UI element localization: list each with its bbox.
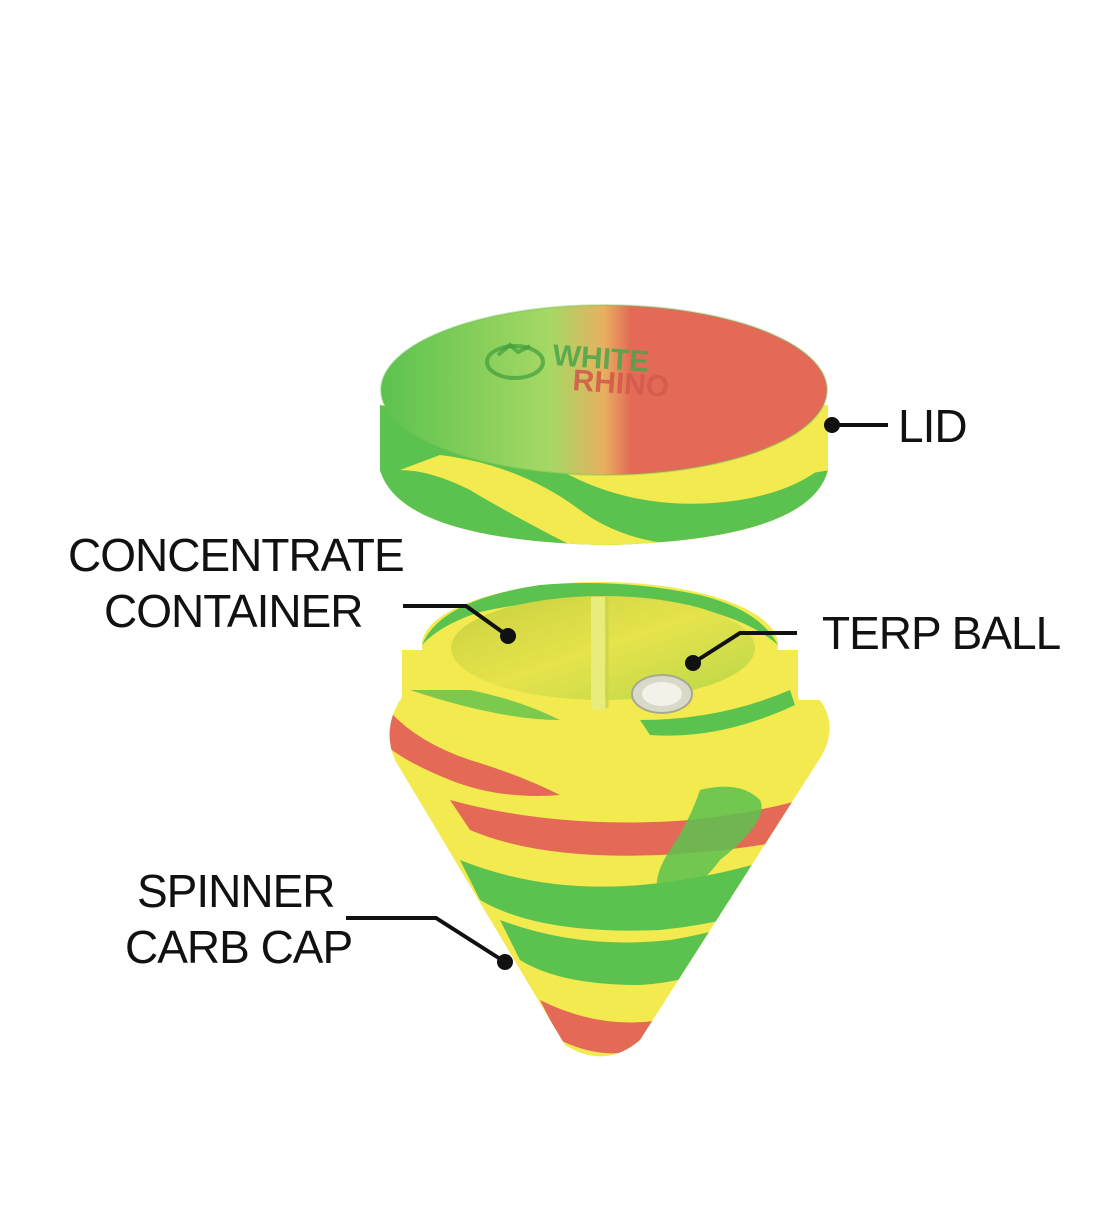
callout-spinner-carb-cap: SPINNER CARB CAP (125, 865, 513, 973)
label-terp-ball: TERP BALL (822, 607, 1061, 659)
leader-dot (824, 417, 840, 433)
label-lid: LID (898, 400, 967, 452)
label-container: CONTAINER (104, 585, 363, 637)
callout-lid: LID (824, 400, 968, 452)
leader-dot (500, 628, 516, 644)
leader-line (691, 631, 797, 665)
leader-dot (497, 954, 513, 970)
logo-text-line-2: RHINO (572, 364, 671, 404)
leader-dot (685, 655, 701, 671)
brand-logo: WHITE RHINO (485, 339, 671, 404)
label-concentrate: CONCENTRATE (68, 529, 404, 581)
callout-concentrate-container: CONCENTRATE CONTAINER (68, 529, 516, 644)
leader-line (346, 916, 507, 964)
rhino-logo-icon (485, 342, 545, 380)
callout-terp-ball: TERP BALL (685, 607, 1062, 671)
terp-ball (631, 674, 693, 714)
label-spinner: SPINNER (137, 865, 334, 917)
spinner-carb-cap-body (389, 582, 830, 1057)
logo-text-line-1: WHITE (552, 339, 651, 379)
leader-line (403, 604, 510, 638)
label-carb-cap: CARB CAP (125, 921, 352, 973)
lid: WHITE RHINO (380, 304, 828, 545)
